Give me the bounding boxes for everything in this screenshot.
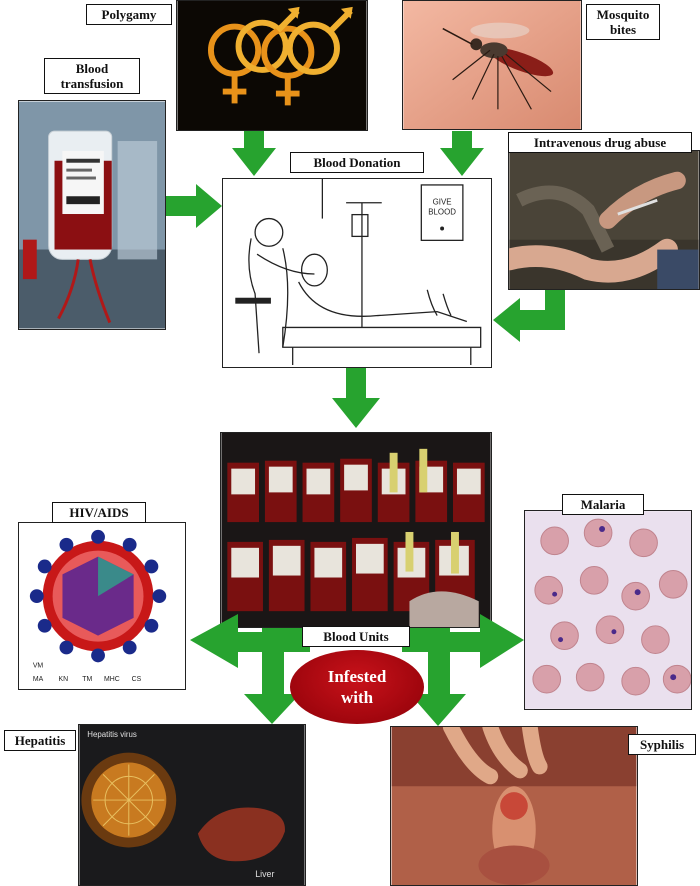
malaria-image [524, 510, 692, 710]
label-blood-donation: Blood Donation [290, 152, 424, 173]
arrow-units-to-malaria [402, 614, 524, 668]
hiv-virus-icon: VM MA KN TM MHC CS [19, 523, 185, 689]
give-blood-line2: BLOOD [428, 208, 456, 217]
blood-donation-image: GIVE BLOOD [222, 178, 492, 368]
label-blood-transfusion-line1: Blood [75, 61, 109, 76]
syringe-arm-icon [509, 151, 699, 289]
hepatitis-virus-caption: Hepatitis virus [87, 730, 137, 739]
hepatitis-image: Hepatitis virus Liver [78, 724, 306, 886]
blood-bags-rack-icon [221, 433, 491, 627]
label-hiv-aids: HIV/AIDS [52, 502, 146, 523]
label-polygamy: Polygamy [86, 4, 172, 25]
hepatitis-virus-liver-icon: Hepatitis virus Liver [79, 725, 305, 885]
hiv-image: VM MA KN TM MHC CS [18, 522, 186, 690]
label-intravenous-drug-abuse: Intravenous drug abuse [508, 132, 692, 153]
blood-donation-cartoon-icon: GIVE BLOOD [223, 179, 491, 367]
label-mosquito-bites: Mosquito bites [586, 4, 660, 40]
red-blood-cells-icon [525, 511, 691, 709]
arrow-units-to-syphilis [410, 652, 466, 726]
blood-units-image [220, 432, 492, 628]
hiv-part-mhc: MHC [104, 676, 120, 683]
label-malaria: Malaria [562, 494, 644, 515]
label-blood-transfusion: Blood transfusion [44, 58, 140, 94]
arrow-mosquito-to-donation [440, 131, 484, 176]
infested-line2: with [340, 688, 374, 707]
mosquito-image [402, 0, 582, 130]
label-syphilis-text: Syphilis [639, 737, 685, 752]
label-hepatitis: Hepatitis [4, 730, 76, 751]
arrow-units-to-hepatitis [244, 652, 300, 724]
blood-bag-icon [19, 101, 165, 329]
infested-line1: Infested [327, 667, 387, 686]
polygamy-image [176, 0, 368, 131]
label-syphilis: Syphilis [628, 734, 696, 755]
arrow-transfusion-to-donation [166, 184, 222, 228]
label-polygamy-text: Polygamy [101, 7, 157, 22]
arrow-units-to-hiv [190, 614, 310, 668]
arrow-intravenous-to-donation [493, 290, 565, 342]
hiv-part-kn: KN [59, 676, 69, 683]
arrow-polygamy-to-donation [232, 131, 276, 176]
arrow-donation-to-units [332, 368, 380, 428]
label-blood-donation-text: Blood Donation [313, 155, 401, 170]
mosquito-icon [403, 1, 581, 129]
label-malaria-text: Malaria [580, 497, 626, 512]
syphilis-lesion-icon [391, 727, 637, 885]
arrows-group [166, 131, 565, 726]
gender-symbols-icon [177, 1, 367, 130]
hiv-part-cs: CS [132, 676, 142, 683]
label-hepatitis-text: Hepatitis [14, 733, 66, 748]
blood-transfusion-image [18, 100, 166, 330]
liver-caption: Liver [255, 869, 274, 879]
label-mosquito-line2: bites [610, 22, 636, 37]
syphilis-image [390, 726, 638, 886]
label-blood-transfusion-line2: transfusion [60, 76, 124, 91]
arrow-right-trunk [402, 628, 450, 652]
label-blood-units: Blood Units [302, 626, 410, 647]
label-blood-units-text: Blood Units [323, 629, 389, 644]
label-mosquito-line1: Mosquito [596, 7, 650, 22]
hiv-part-vm: VM [33, 662, 44, 669]
label-hiv-text: HIV/AIDS [69, 505, 129, 520]
hiv-part-ma: MA [33, 676, 44, 683]
infested-with-badge: Infested with [290, 650, 424, 724]
hiv-part-tm: TM [82, 676, 92, 683]
label-intravenous-text: Intravenous drug abuse [533, 135, 667, 150]
give-blood-line1: GIVE [433, 198, 452, 207]
